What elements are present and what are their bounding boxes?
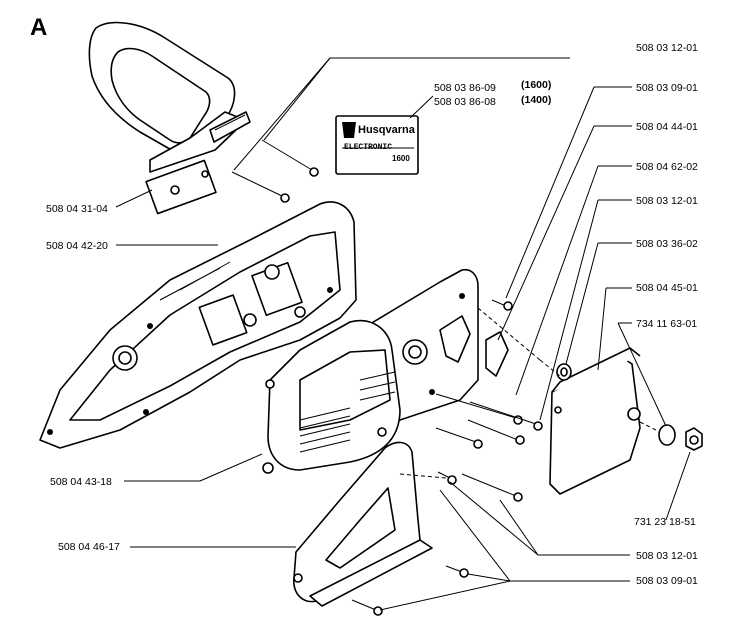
label-734-11-63-01: 734 11 63-01: [636, 318, 698, 330]
logo-decal: [335, 115, 419, 175]
handle-screws: [231, 139, 319, 203]
label-variant-1600: (1600): [521, 79, 552, 91]
latch-part: [485, 331, 509, 377]
label-731-23-18-51: 731 23 18-51: [634, 516, 696, 528]
label-508-03-12-01-top: 508 03 12-01: [636, 42, 698, 54]
assembly-dashes: [399, 307, 661, 479]
label-508-03-09-01-top: 508 03 09-01: [636, 82, 698, 94]
section-letter: A: [30, 14, 48, 41]
leader-lines: [115, 57, 691, 611]
label-508-04-42-20: 508 04 42-20: [46, 240, 108, 252]
label-508-04-45-01: 508 04 45-01: [636, 282, 698, 294]
motor-cover-part: [262, 319, 401, 474]
label-508-04-46-17: 508 04 46-17: [58, 541, 120, 553]
logo-line1-text: ELECTRONIC: [344, 143, 393, 152]
logo-brand-text: Husqvarna: [358, 124, 415, 136]
label-508-04-44-01: 508 04 44-01: [636, 121, 698, 133]
nut-and-washer: [658, 424, 703, 451]
label-variant-1400: (1400): [521, 94, 552, 106]
label-508-03-09-01-bot: 508 03 09-01: [636, 575, 698, 587]
chain-cover-part: [549, 347, 641, 495]
logo-line2-text: 1600: [392, 154, 410, 163]
label-508-03-12-01-bot: 508 03 12-01: [636, 550, 698, 562]
label-508-03-12-01-mid: 508 03 12-01: [636, 195, 698, 207]
cooling-slots: [299, 371, 396, 453]
label-508-04-31-04: 508 04 31-04: [46, 203, 108, 215]
label-508-03-86-08: 508 03 86-08: [434, 96, 496, 108]
label-508-04-62-02: 508 04 62-02: [636, 161, 698, 173]
bushing-part: [556, 363, 572, 381]
label-508-03-36-02: 508 03 36-02: [636, 238, 698, 250]
long-screws: [351, 299, 543, 616]
rear-handle-part: [293, 441, 433, 607]
label-508-04-43-18: 508 04 43-18: [50, 476, 112, 488]
main-housing-part: [39, 201, 357, 449]
front-handle-part: [88, 21, 251, 215]
label-508-03-86-09: 508 03 86-09: [434, 82, 496, 94]
